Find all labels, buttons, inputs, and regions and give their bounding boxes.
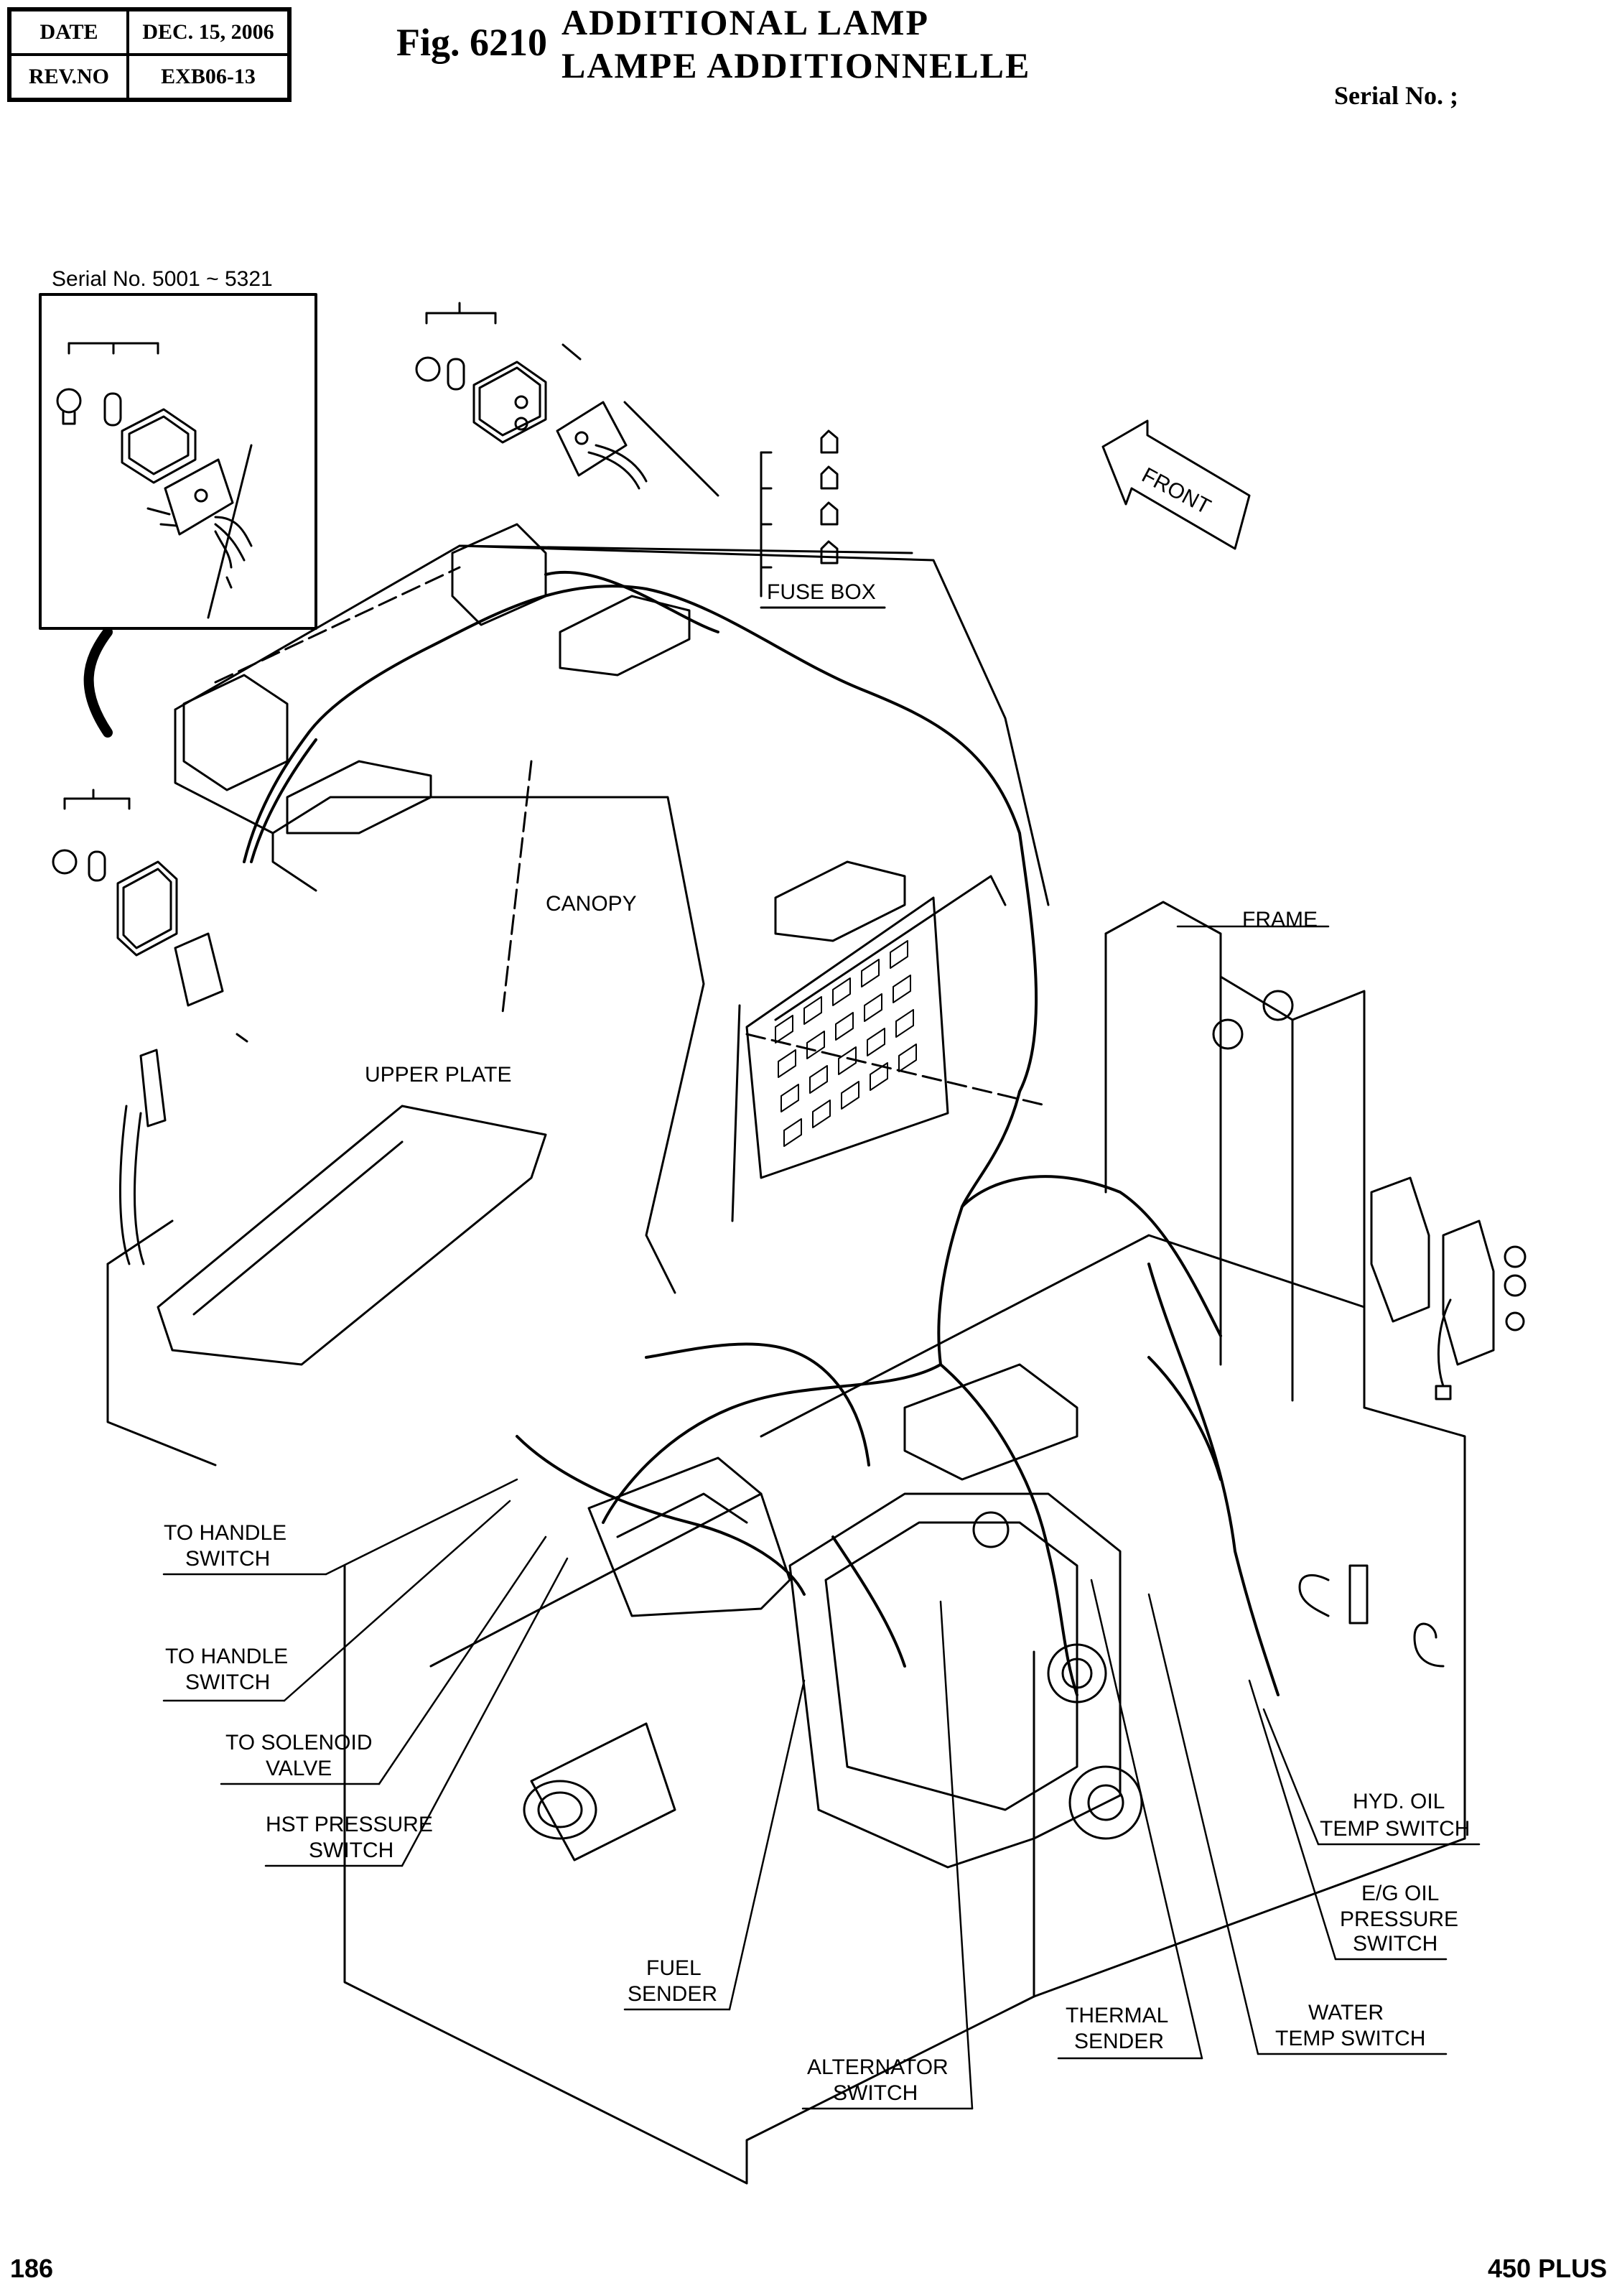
label-to-solenoid-line2: VALVE — [266, 1757, 332, 1780]
inset-lamp-detail — [39, 293, 317, 630]
upper-plate — [106, 1049, 547, 1467]
label-hyd-oil-line1: HYD. OIL — [1353, 1790, 1445, 1813]
label-alternator-line1: ALTERNATOR — [807, 2055, 949, 2079]
label-to-handle-switch-2-line2: SWITCH — [185, 1670, 270, 1694]
right-lamp-assembly — [1370, 1176, 1527, 1400]
figure-number: Fig. 6210 — [396, 21, 547, 64]
label-eg-oil-line3: SWITCH — [1353, 1932, 1437, 1956]
label-front: FRONT — [1138, 463, 1215, 519]
label-hst-pressure-line2: SWITCH — [309, 1839, 393, 1862]
date-label: DATE — [8, 8, 129, 56]
label-to-handle-switch-2-line1: TO HANDLE — [165, 1645, 288, 1668]
engine-block — [523, 1363, 1143, 1869]
machine-frame — [343, 901, 1466, 2185]
label-upper-plate: UPPER PLATE — [365, 1063, 512, 1087]
canopy-frame — [174, 523, 1050, 1294]
harness-wires — [243, 570, 1280, 1696]
label-canopy: CANOPY — [546, 892, 637, 916]
label-fuel-sender-line1: FUEL — [646, 1956, 702, 1980]
title-english: ADDITIONAL LAMP — [561, 2, 929, 42]
label-to-handle-switch-1-line1: TO HANDLE — [164, 1521, 286, 1545]
label-eg-oil-line2: PRESSURE — [1340, 1907, 1458, 1931]
front-arrow-icon — [1101, 419, 1251, 550]
label-thermal-line2: SENDER — [1074, 2030, 1164, 2053]
label-to-solenoid-line1: TO SOLENOID — [225, 1731, 373, 1754]
date-value: DEC. 15, 2006 — [126, 8, 291, 56]
label-frame: FRAME — [1242, 908, 1318, 931]
title-french: LAMPE ADDITIONNELLE — [561, 45, 1031, 85]
label-hst-pressure-line1: HST PRESSURE — [266, 1813, 433, 1836]
revision-table: DATE DEC. 15, 2006 REV.NO EXB06-13 — [7, 7, 292, 102]
label-water-temp-line1: WATER — [1308, 2001, 1384, 2025]
inset-serial-range: Serial No. 5001 ~ 5321 — [52, 267, 273, 291]
label-hyd-oil-line2: TEMP SWITCH — [1320, 1817, 1470, 1841]
label-water-temp-line2: TEMP SWITCH — [1275, 2027, 1425, 2050]
label-fuel-sender-line2: SENDER — [628, 1982, 717, 2006]
fuse-box-assembly — [760, 429, 886, 609]
label-thermal-line1: THERMAL — [1066, 2004, 1168, 2027]
top-lamp-assembly — [415, 302, 719, 497]
leader-lines — [162, 925, 1481, 2110]
label-alternator-line2: SWITCH — [833, 2081, 918, 2105]
label-to-handle-switch-1-line2: SWITCH — [185, 1547, 270, 1571]
label-eg-oil-line1: E/G OIL — [1361, 1882, 1439, 1905]
left-lamp-assembly — [52, 789, 248, 1043]
rev-value: EXB06-13 — [126, 53, 291, 101]
serial-label: Serial No. ; — [1334, 81, 1458, 110]
label-fuse-box: FUSE BOX — [767, 580, 876, 604]
model-name: 450 PLUS — [1488, 2254, 1608, 2283]
rev-label: REV.NO — [8, 53, 129, 101]
page-number: 186 — [10, 2254, 54, 2283]
